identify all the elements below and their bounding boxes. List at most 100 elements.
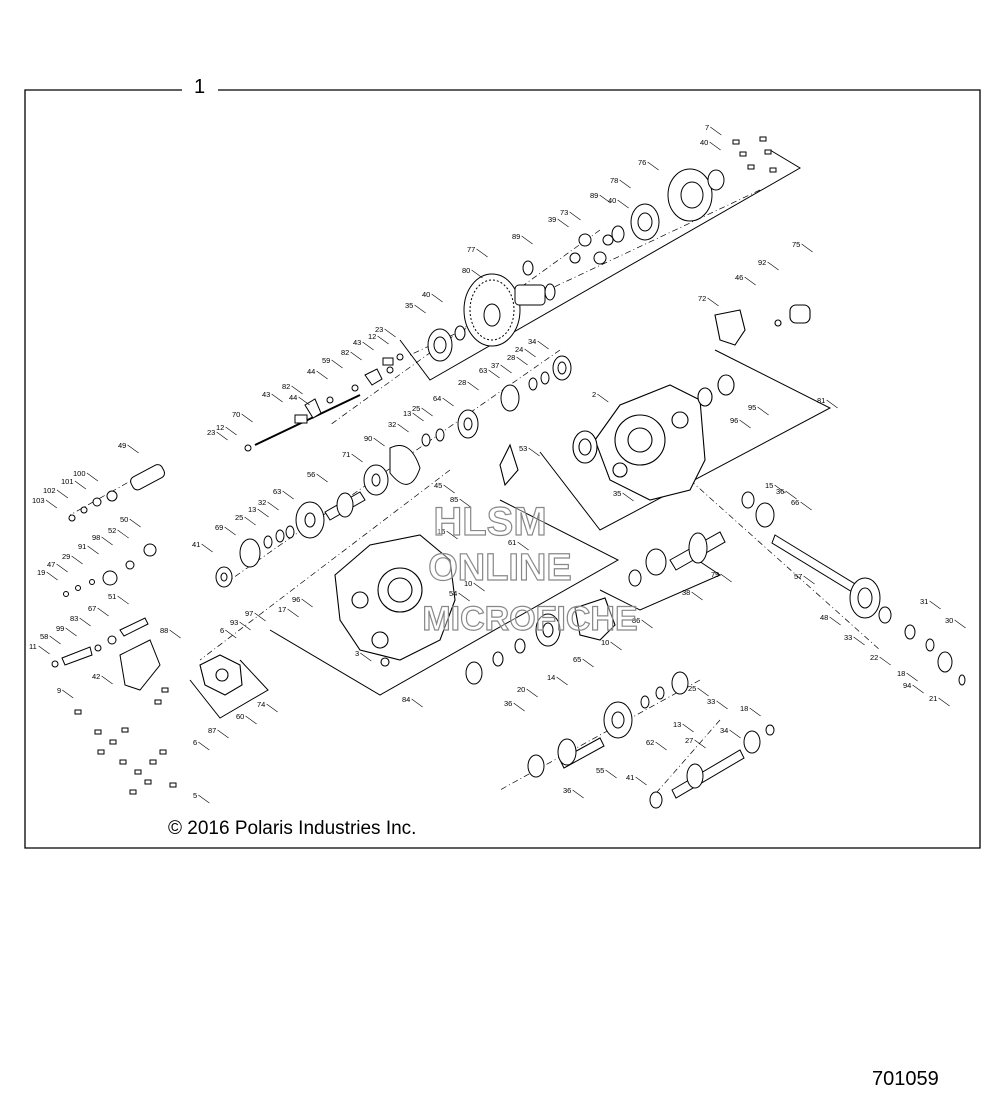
- callout-leader: [597, 393, 609, 403]
- bearing-34-lower: [743, 730, 761, 754]
- seal-33-right: [878, 606, 892, 624]
- callout-leader: [287, 608, 299, 618]
- lower-shafts: [527, 671, 775, 809]
- callout-label: 75: [792, 240, 800, 249]
- callout-label: 10: [464, 579, 472, 588]
- callout-leader: [412, 412, 424, 422]
- subassembly-brackets: [189, 149, 832, 719]
- callout-leader: [528, 447, 540, 457]
- input-gear-80: [463, 273, 521, 347]
- callout-label: 33: [707, 697, 715, 706]
- callout-label: 54: [449, 589, 457, 598]
- callout-label: 23: [207, 428, 215, 437]
- spacers-24-28: [528, 371, 550, 391]
- bracket-72: [714, 309, 746, 346]
- callout-label: 40: [422, 290, 430, 299]
- callout-label: 69: [215, 523, 223, 532]
- callout-label: 25: [688, 684, 696, 693]
- axle-57: [771, 534, 866, 599]
- watermark-line-2: ONLINE: [428, 546, 573, 589]
- callout-leader: [377, 335, 389, 345]
- callout-leader: [635, 776, 647, 786]
- shift-section: [244, 353, 404, 452]
- callout-leader: [655, 741, 667, 751]
- spacers-32-13-25: [263, 525, 295, 549]
- housing-81: [594, 384, 706, 501]
- bolts-7: [732, 136, 777, 173]
- callout-leader: [446, 530, 458, 540]
- bearing-36: [465, 661, 483, 685]
- callout-leader: [127, 444, 139, 454]
- callout-label: 43: [353, 338, 361, 347]
- gear-69: [239, 538, 261, 568]
- callout-label: 48: [820, 613, 828, 622]
- sensor-92: [774, 304, 811, 327]
- callout-leader: [938, 697, 950, 707]
- callout-leader: [241, 413, 253, 423]
- callout-leader: [697, 687, 709, 697]
- callout-leader: [879, 656, 891, 666]
- seal-38: [645, 548, 667, 576]
- copyright-notice: © 2016 Polaris Industries Inc.: [168, 818, 417, 839]
- callout-label: 20: [517, 685, 525, 694]
- callout-leader: [513, 702, 525, 712]
- callout-leader: [801, 243, 813, 253]
- callout-label: 92: [758, 258, 766, 267]
- callout-leader: [198, 794, 210, 804]
- callout-label: 10: [601, 638, 609, 647]
- callout-leader: [38, 645, 50, 655]
- drawing-number: 701059: [872, 1068, 939, 1090]
- spacer-40: [454, 325, 466, 341]
- callout-label: 42: [92, 672, 100, 681]
- callout-label: 74: [257, 700, 265, 709]
- callout-leader: [767, 261, 779, 271]
- callout-leader: [49, 635, 61, 645]
- callout-label: 77: [467, 245, 475, 254]
- gear-62: [603, 701, 633, 739]
- callout-leader: [641, 619, 653, 629]
- callout-leader: [912, 684, 924, 694]
- callout-leader: [384, 328, 396, 338]
- callout-label: 96: [730, 416, 738, 425]
- callout-leader: [853, 636, 865, 646]
- shift-drum-assembly: [51, 464, 177, 795]
- callout-label: 47: [47, 560, 55, 569]
- callout-leader: [267, 501, 279, 511]
- callout-label: 13: [403, 409, 411, 418]
- callout-label: 25: [412, 404, 420, 413]
- callout-label: 72: [698, 294, 706, 303]
- callout-leader: [516, 356, 528, 366]
- callout-leader: [556, 676, 568, 686]
- callout-label: 44: [307, 367, 315, 376]
- callout-label: 13: [248, 505, 256, 514]
- callout-leader: [582, 658, 594, 668]
- callout-leader: [360, 652, 372, 662]
- assembly-number: 1: [194, 76, 206, 98]
- callout-label: 28: [507, 353, 515, 362]
- callout-label: 35: [405, 301, 413, 310]
- callout-label: 78: [610, 176, 618, 185]
- callout-label: 57: [794, 572, 802, 581]
- callout-label: 90: [364, 434, 372, 443]
- callout-label: 39: [548, 215, 556, 224]
- ring-26: [628, 569, 642, 587]
- callout-label: 63: [273, 487, 281, 496]
- callout-leader: [79, 617, 91, 627]
- callout-leader: [500, 364, 512, 374]
- callout-label: 3: [355, 649, 359, 658]
- callout-leader: [129, 518, 141, 528]
- callout-leader: [707, 297, 719, 307]
- bearing-95-96: [697, 374, 735, 407]
- callout-label: 71: [342, 450, 350, 459]
- callout-leader: [710, 126, 722, 136]
- callout-leader: [442, 397, 454, 407]
- spring-12: [294, 357, 394, 424]
- callout-leader: [298, 396, 310, 406]
- callout-label: 17: [278, 605, 286, 614]
- callout-leader: [201, 543, 213, 553]
- callout-label: 82: [282, 382, 290, 391]
- callout-label: 31: [920, 597, 928, 606]
- callout-label: 66: [791, 498, 799, 507]
- callout-label: 6: [193, 738, 197, 747]
- gear-50: [143, 543, 157, 557]
